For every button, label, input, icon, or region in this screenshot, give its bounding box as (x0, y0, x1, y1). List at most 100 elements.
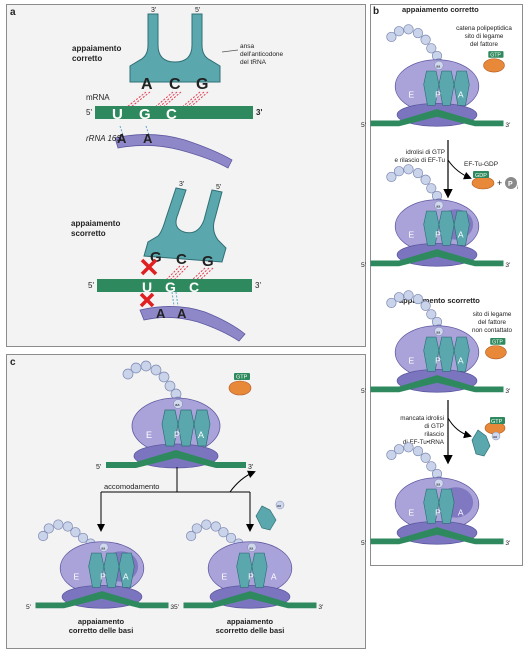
site-label: A (458, 230, 464, 240)
mrna-strand (370, 527, 504, 545)
aa-tag-c: aa (277, 504, 281, 508)
bottom-codon-base-3: C (189, 279, 199, 295)
pi-label: P (508, 181, 513, 188)
trna-in-site (438, 70, 455, 106)
trna-in-site (251, 552, 268, 588)
text-line: idrolisi di GTP (406, 149, 445, 156)
plus-sign: + (497, 178, 502, 188)
amino-acid-bead (77, 532, 89, 543)
trna-in-site (236, 552, 253, 588)
pi-subscript: i (517, 185, 518, 190)
rrna-16s-bottom (139, 306, 246, 342)
rrna-label: rRNA 16S (86, 134, 122, 143)
text-line: appaiamento (71, 219, 120, 228)
text-line: e rilascio di EF-Tu (394, 157, 445, 164)
site-label: E (222, 572, 228, 582)
codon-base-3: C (166, 106, 177, 123)
amino-acid-bead (218, 527, 229, 538)
site-label: A (123, 572, 129, 582)
trna-in-site (423, 488, 440, 524)
mrna-strand-bottom (97, 279, 252, 292)
aa-badge (247, 542, 257, 552)
bottom-anticodon-base-3: G (202, 253, 214, 270)
text-line: appaiamento (78, 617, 125, 626)
gdp-tag: GDP (475, 173, 487, 179)
site-label: P (435, 90, 441, 100)
text-line: di EF-Tu•tRNA (403, 439, 445, 446)
text-line: mancata idrolisi (400, 415, 444, 422)
trna-in-site (438, 336, 455, 372)
aa-badge (99, 542, 109, 552)
base-pair-bonds-bottom (165, 265, 214, 307)
amino-acid-bead (420, 34, 431, 45)
mrna-bottom-3prime: 3' (255, 281, 261, 290)
text-line: sito di legame (473, 311, 512, 318)
site-label: A (271, 572, 277, 582)
aa-badge-label: aa (101, 546, 106, 550)
panel-b-label: b (373, 6, 379, 17)
gtp-badge-label: GTP (236, 375, 248, 381)
site-label: A (198, 430, 204, 440)
amino-acid-bead (191, 523, 202, 534)
text-line: rilascio (424, 431, 444, 438)
mrna-top-3prime: 3' (256, 108, 262, 117)
mrna-bottom-5prime: 5' (88, 281, 94, 290)
amino-acid-bead (386, 449, 397, 460)
aa-badge-label: aa (436, 482, 441, 486)
mrna-3prime: 3' (248, 464, 253, 471)
phosphate-icon: P i (505, 177, 518, 190)
aa-badge (434, 200, 444, 210)
trna-in-site (423, 336, 440, 372)
trna-in-site (453, 336, 470, 372)
trna-in-site (118, 552, 135, 588)
aa-badge (434, 60, 444, 70)
gtp-badge-label: GTP (492, 339, 503, 345)
text-line: dell'anticodone (240, 51, 284, 58)
text-line: di GTP (424, 423, 444, 430)
text-line: del tRNA (240, 59, 267, 66)
mrna-strand (370, 109, 504, 127)
trna-in-site (438, 488, 455, 524)
bottom-anticodon-base-1: G (150, 249, 162, 266)
site-label: E (409, 230, 415, 240)
mrna-label: mRNA (86, 93, 110, 102)
amino-acid-bead (393, 292, 405, 303)
eftu-icon (485, 345, 507, 360)
trna-top-5prime: 5' (195, 7, 200, 14)
text-line: scorretto delle basi (216, 626, 285, 635)
mrna-top-5prime: 5' (86, 108, 92, 117)
mrna-5prime: 5' (361, 540, 366, 547)
anticodon-base-1: A (141, 76, 153, 93)
amino-acid-bead (403, 24, 414, 35)
site-label: P (435, 356, 441, 366)
mrna-5prime: 5' (361, 388, 366, 395)
site-label: P (174, 430, 180, 440)
panel-b-content: b appaiamento corretto catena polipeptid… (361, 5, 518, 547)
aa-badge (434, 478, 444, 488)
site-label: A (458, 508, 464, 518)
site-label: E (409, 90, 415, 100)
amino-acid-bead (386, 171, 397, 182)
released-trna-c: aa (255, 500, 285, 531)
bottom-rrna-base-1: A (156, 306, 166, 321)
gtp-badge (490, 338, 506, 345)
amino-acid-bead (412, 294, 424, 305)
amino-acid-bead (164, 380, 176, 392)
amino-acid-bead (412, 446, 424, 457)
amino-acid-bead (393, 444, 405, 455)
rrna-base-1: A (117, 131, 127, 146)
